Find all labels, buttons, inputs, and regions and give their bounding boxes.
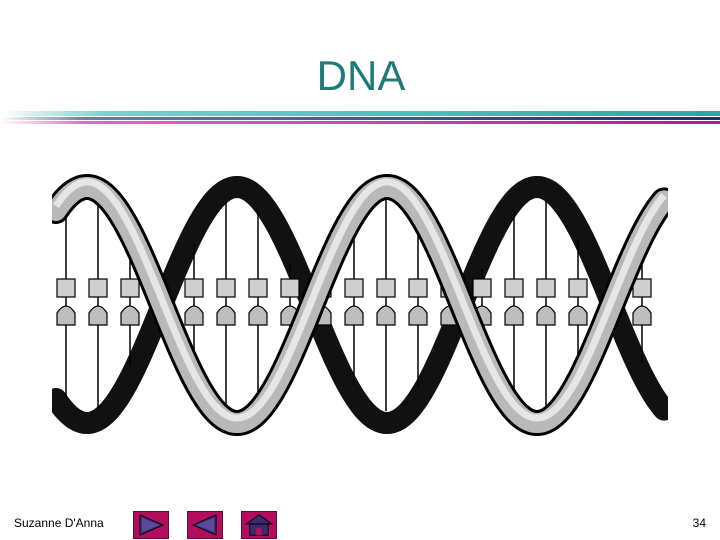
nucleotide-round bbox=[536, 305, 556, 326]
slide-title-text: DNA bbox=[316, 52, 406, 99]
nucleotide-block bbox=[504, 278, 524, 298]
title-divider bbox=[0, 111, 720, 124]
previous-slide-button[interactable] bbox=[187, 511, 223, 539]
nucleotide-round bbox=[56, 305, 76, 326]
nucleotide-block bbox=[184, 278, 204, 298]
nucleotide-block bbox=[536, 278, 556, 298]
next-slide-button[interactable] bbox=[133, 511, 169, 539]
nucleotide-block bbox=[248, 278, 268, 298]
nucleotide-block bbox=[56, 278, 76, 298]
back-triangle-icon bbox=[191, 514, 217, 536]
nucleotide-round bbox=[120, 305, 140, 326]
author-name: Suzanne D'Anna bbox=[14, 516, 104, 530]
nucleotide-block bbox=[376, 278, 396, 298]
dna-double-helix-illustration bbox=[52, 174, 668, 436]
nucleotide-round bbox=[344, 305, 364, 326]
nucleotide-block bbox=[120, 278, 140, 298]
nucleotide-block bbox=[88, 278, 108, 298]
nucleotide-round bbox=[632, 305, 652, 326]
home-button[interactable] bbox=[241, 511, 277, 539]
nucleotide-block bbox=[216, 278, 236, 298]
nucleotide-block bbox=[344, 278, 364, 298]
home-icon bbox=[244, 514, 274, 536]
nucleotide-round bbox=[184, 305, 204, 326]
nucleotide-round bbox=[248, 305, 268, 326]
helix-front-strand bbox=[52, 174, 668, 436]
nucleotide-round bbox=[568, 305, 588, 326]
nucleotide-round bbox=[376, 305, 396, 326]
nucleotide-round bbox=[504, 305, 524, 326]
nucleotide-round bbox=[216, 305, 236, 326]
nucleotide-round bbox=[88, 305, 108, 326]
nucleotide-block bbox=[568, 278, 588, 298]
play-forward-icon bbox=[139, 514, 165, 536]
slide-title: DNA bbox=[0, 52, 720, 100]
helix-front-strand-highlight bbox=[53, 178, 667, 422]
page-number: 34 bbox=[692, 516, 706, 530]
nucleotide-block bbox=[632, 278, 652, 298]
nucleotide-block bbox=[408, 278, 428, 298]
nucleotide-block bbox=[472, 278, 492, 298]
nucleotide-round bbox=[408, 305, 428, 326]
nucleotide-block bbox=[280, 278, 300, 298]
